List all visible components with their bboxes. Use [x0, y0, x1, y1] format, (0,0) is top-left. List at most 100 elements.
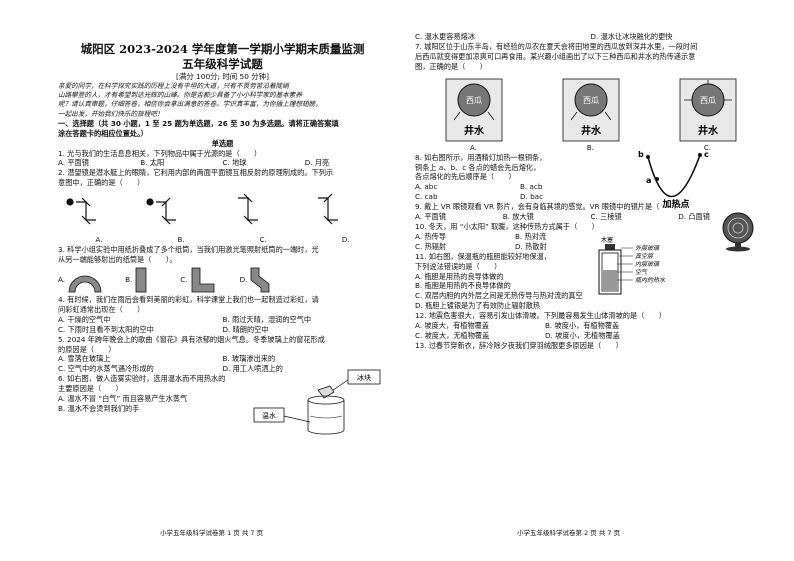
intro-paragraph: 亲爱的同学，在科学探究实践的历程上没有平坦的大道，只有不畏劳苦沿着陡峭 山路攀登…: [58, 82, 387, 119]
question-stem: 2. 潜望镜是潜水艇上的眼睛，它利用内部的两面平面镜互相反射的原理制成的。下列示: [58, 168, 334, 178]
option-b[interactable]: B. 坡度小，有植物覆盖: [545, 321, 620, 331]
melon-label: 西瓜: [466, 96, 482, 105]
option-a[interactable]: A. 温水不冒 “白气” 而且容易产生水蒸气: [58, 394, 188, 404]
well-water-label: 井水: [464, 124, 485, 137]
option-d[interactable]: D. 坡度小，无植物覆盖: [545, 330, 620, 340]
small-sun-heater-icon: [722, 212, 754, 252]
question-7: 7. 城阳区位于山东半岛，有经验的瓜农在夏天会将田地里的西瓜放到深井水里，一段时…: [415, 42, 766, 153]
point-a-label: a: [646, 176, 651, 185]
option-a[interactable]: A.: [95, 236, 103, 245]
option-d[interactable]: D. 凸面镜: [678, 212, 710, 222]
options-row: A. 热传导 B. 热对流: [415, 232, 615, 242]
arrow-icon: [683, 79, 732, 101]
question-stem: 的原因是（ ）: [58, 344, 116, 354]
thermos-label: 空气: [635, 268, 648, 276]
option-d[interactable]: D. 月亮: [304, 158, 330, 168]
option-b[interactable]: B.: [177, 236, 185, 245]
question-3: 3. 科学小组实验中用纸折叠成了多个纸筒，当我们用激光笔照射纸筒的一端时，光 从…: [58, 245, 387, 295]
question-stem: 铜条上 a、b、c 各点的蜡会先后熔化，: [415, 162, 541, 172]
intro-line: 一起出发，开始我们快乐的旅程吧！: [58, 109, 164, 118]
copper-bar-icon: [647, 154, 701, 197]
options-row: C. 温水更容易熔冰 D. 温水让冰块融化的更快: [415, 32, 766, 42]
option-b[interactable]: B. 温水不会烫到我们的手: [58, 403, 140, 413]
option-d[interactable]: D. 瓶胆上镀银是为了有效防止辐射散热: [415, 301, 541, 311]
option-d[interactable]: D. bac: [520, 192, 544, 202]
option-a[interactable]: A. 平面镜: [58, 158, 89, 168]
question-6: 6. 如右图，做人造雾实验时，选用温水而不用热水的 主要原因是（ ） A. 温水…: [58, 369, 387, 435]
option-a[interactable]: A. 干燥的空气中: [58, 314, 111, 324]
option-b[interactable]: B. 放大镜: [502, 212, 534, 222]
option-a[interactable]: A. abc: [415, 182, 438, 192]
option-c[interactable]: C. 三棱镜: [590, 212, 622, 222]
options-row: C. 下雨时且看不到太阳的空中 D. 晴朗的空中: [58, 325, 387, 335]
question-stem: 7. 城阳区位于山东半岛，有经验的瓜农在夏天会将田地里的西瓜放到深井水里，一段时…: [415, 41, 698, 51]
question-stem: 10. 冬天，用 “小太阳” 取暖，这种传热方式属于（ ）: [415, 221, 599, 231]
option-a[interactable]: A. 雪落在玻璃上: [58, 354, 111, 364]
arch-tube-icon: [68, 275, 102, 293]
heating-point-label: 加热点: [661, 198, 689, 209]
option-a[interactable]: A. 坡度大，有植物覆盖: [415, 321, 490, 331]
option-c[interactable]: C. 空气中的水蒸气遇冷形成的: [58, 364, 154, 374]
option-b[interactable]: B.: [125, 275, 133, 285]
option-c[interactable]: C. 地球: [222, 158, 247, 168]
hand-with-ice-icon: [317, 385, 335, 399]
option-b[interactable]: B. 热对流: [515, 231, 547, 241]
right-page: C. 温水更容易熔冰 D. 温水让冰块融化的更快 7. 城阳区位于山东半岛，有经…: [397, 0, 794, 561]
options-row: C. 空气中的水蒸气遇冷形成的 D. 用工人喷洒上的: [58, 364, 387, 374]
option-b[interactable]: B.: [586, 143, 594, 152]
question-13: 13. 过春节穿新衣，辞冷除夕夜我们穿羽绒服更多原因是（ ）: [415, 341, 766, 351]
option-c[interactable]: C. 坡度大，无植物覆盖: [415, 330, 490, 340]
option-d[interactable]: D. 热散射: [515, 241, 547, 251]
bent-tube-icon: [251, 267, 270, 293]
option-b[interactable]: B. 太阳: [140, 158, 165, 168]
single-choice-heading: 单选题: [211, 138, 234, 148]
l-tube-icon: [191, 267, 215, 293]
score-info: [满分 100分; 时间 50 分钟]: [176, 72, 269, 81]
fog-experiment-figure: 冰块 温水: [253, 369, 381, 435]
well-water-label: 井水: [698, 124, 719, 137]
option-a[interactable]: A. 热传导: [415, 231, 446, 241]
option-a[interactable]: A. 瓶胆是用热的良导体做的: [415, 271, 504, 281]
option-d[interactable]: D. 温水让冰块融化的更快: [590, 32, 673, 41]
option-c[interactable]: C.: [703, 143, 711, 152]
arrow-icon: [453, 111, 494, 120]
option-b[interactable]: B. 瓶胆是用热的不良导体做的: [415, 281, 511, 291]
option-a[interactable]: A. 平面镜: [415, 212, 446, 222]
section-instructions: 一、选择题（共 30 小题，1 至 25 题为单选题，26 至 30 为多选题。…: [58, 118, 339, 128]
question-stem: 1. 光与我们的生活息息相关，下列物品中属于光源的是（ ）: [58, 148, 262, 158]
options-row: C. cab D. bac: [415, 192, 625, 202]
question-stem: 后西瓜就变得更加凉爽可口再食用。某兴趣小组画出了以下三种西瓜和井水的热传递示意: [415, 51, 696, 61]
option-c[interactable]: C. 温水更容易熔冰: [415, 32, 475, 41]
option-c[interactable]: C.: [180, 275, 188, 285]
thermos-label: 木塞: [601, 236, 613, 244]
question-stem: 11. 如右图，保温瓶的瓶胆能较好地保温，: [415, 251, 551, 261]
option-b[interactable]: B. acb: [520, 182, 543, 192]
option-b[interactable]: B. 玻璃渗出来的: [222, 354, 276, 364]
option-d[interactable]: D. 晴朗的空中: [222, 324, 269, 334]
periscope-diagram-c: [238, 193, 258, 225]
melon-well-diagram-b: 西瓜 井水: [562, 78, 619, 142]
option-c[interactable]: C.: [259, 236, 267, 245]
option-a[interactable]: A.: [58, 275, 66, 285]
option-d[interactable]: D.: [239, 275, 248, 285]
ice-label-box: [347, 369, 381, 385]
option-c[interactable]: C. cab: [415, 192, 438, 202]
question-8: 8. 如右图所示，用酒精灯加热一根铜条， 铜条上 a、b、c 各点的蜡会先后熔化…: [415, 150, 766, 209]
option-d[interactable]: D. 用工人喷洒上的: [222, 364, 283, 374]
thermos-figure: 木塞 外层玻璃 真空层 内层玻璃 空气 瓶内的热水: [598, 236, 666, 295]
option-d[interactable]: D.: [341, 236, 350, 245]
water-label: 温水: [262, 411, 276, 420]
thermos-label: 瓶内的热水: [635, 276, 666, 284]
option-a[interactable]: A.: [469, 143, 477, 152]
cork-icon: [605, 243, 615, 250]
intro-line: 山路攀登的人，才有希望到达光辉的山峰。你是否都少具备了小小科学家的基本素养: [58, 91, 302, 100]
question-stem: 从另一端能够射出的纸筒是（ ）。: [58, 255, 177, 265]
option-c[interactable]: C. 下雨时且看不到太阳的空中: [58, 324, 154, 334]
question-stem: 各点熔化的先后顺序是（ ）: [415, 172, 516, 182]
option-c[interactable]: C. 双层内胆的内外层之间是无热传导与热对流的真空: [415, 291, 583, 301]
question-stem: 问彩虹通常出现在（ ）: [58, 304, 145, 314]
options-row: C. 坡度大，无植物覆盖 D. 坡度小，无植物覆盖: [415, 331, 675, 341]
option-b[interactable]: B. 雨过天晴，湿润的空气中: [222, 314, 312, 324]
option-c[interactable]: C. 热辐射: [415, 241, 447, 251]
question-6-continued: C. 温水更容易熔冰 D. 温水让冰块融化的更快: [415, 32, 766, 42]
